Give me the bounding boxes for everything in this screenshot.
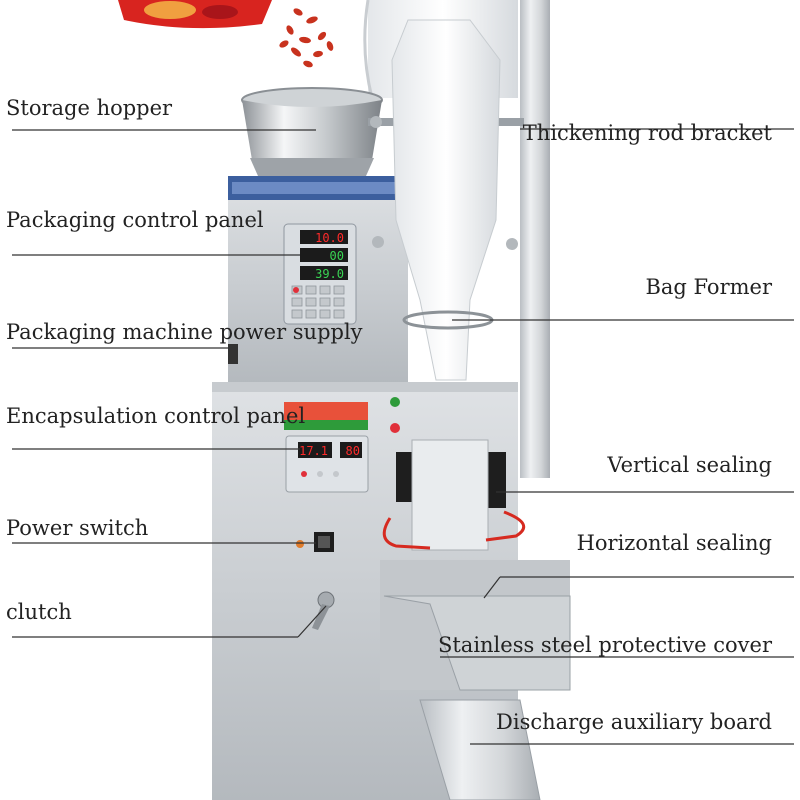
- upper-display-row-3: 39.0: [315, 267, 344, 281]
- power-switch-shape: [296, 532, 334, 552]
- horizontal-sealing-wires: [382, 510, 526, 550]
- label-power-switch: Power switch: [6, 516, 149, 540]
- lower-control-panel: 17.1 80: [284, 402, 369, 493]
- leader-lines-left: [12, 129, 327, 638]
- lower-display-right: 80: [346, 444, 360, 458]
- upper-display-row-1: 10.0: [315, 231, 344, 245]
- label-encapsulation-control-panel: Encapsulation control panel: [6, 404, 306, 428]
- label-packaging-machine-power-supply: Packaging machine power supply: [6, 320, 363, 344]
- label-storage-hopper: Storage hopper: [6, 96, 173, 120]
- lower-display-left: 17.1: [299, 444, 328, 458]
- label-thickening-rod-bracket: Thickening rod bracket: [522, 121, 772, 145]
- falling-goji-berries: [279, 8, 334, 68]
- snack-bag: [118, 0, 272, 29]
- label-vertical-sealing: Vertical sealing: [607, 453, 772, 477]
- clutch-lever: [312, 591, 335, 630]
- vertical-sealer: [396, 439, 506, 551]
- label-packaging-control-panel: Packaging control panel: [6, 208, 264, 232]
- label-horizontal-sealing: Horizontal sealing: [576, 531, 772, 555]
- upper-display-row-2: 00: [330, 249, 344, 263]
- bag-former-shape: [372, 19, 518, 381]
- upper-control-panel: 10.0 00 39.0: [283, 223, 357, 325]
- label-discharge-auxiliary-board: Discharge auxiliary board: [496, 710, 772, 734]
- power-supply-socket: [228, 344, 238, 364]
- vertical-bracket-rod: [520, 0, 550, 478]
- storage-hopper-shape: [241, 87, 383, 176]
- discharge-chute: [383, 595, 571, 800]
- label-bag-former: Bag Former: [645, 275, 772, 299]
- indicator-lights: [390, 397, 400, 433]
- label-stainless-steel-protective-cover: Stainless steel protective cover: [437, 633, 772, 657]
- label-clutch: clutch: [6, 600, 72, 624]
- leader-lines-right: [440, 128, 794, 745]
